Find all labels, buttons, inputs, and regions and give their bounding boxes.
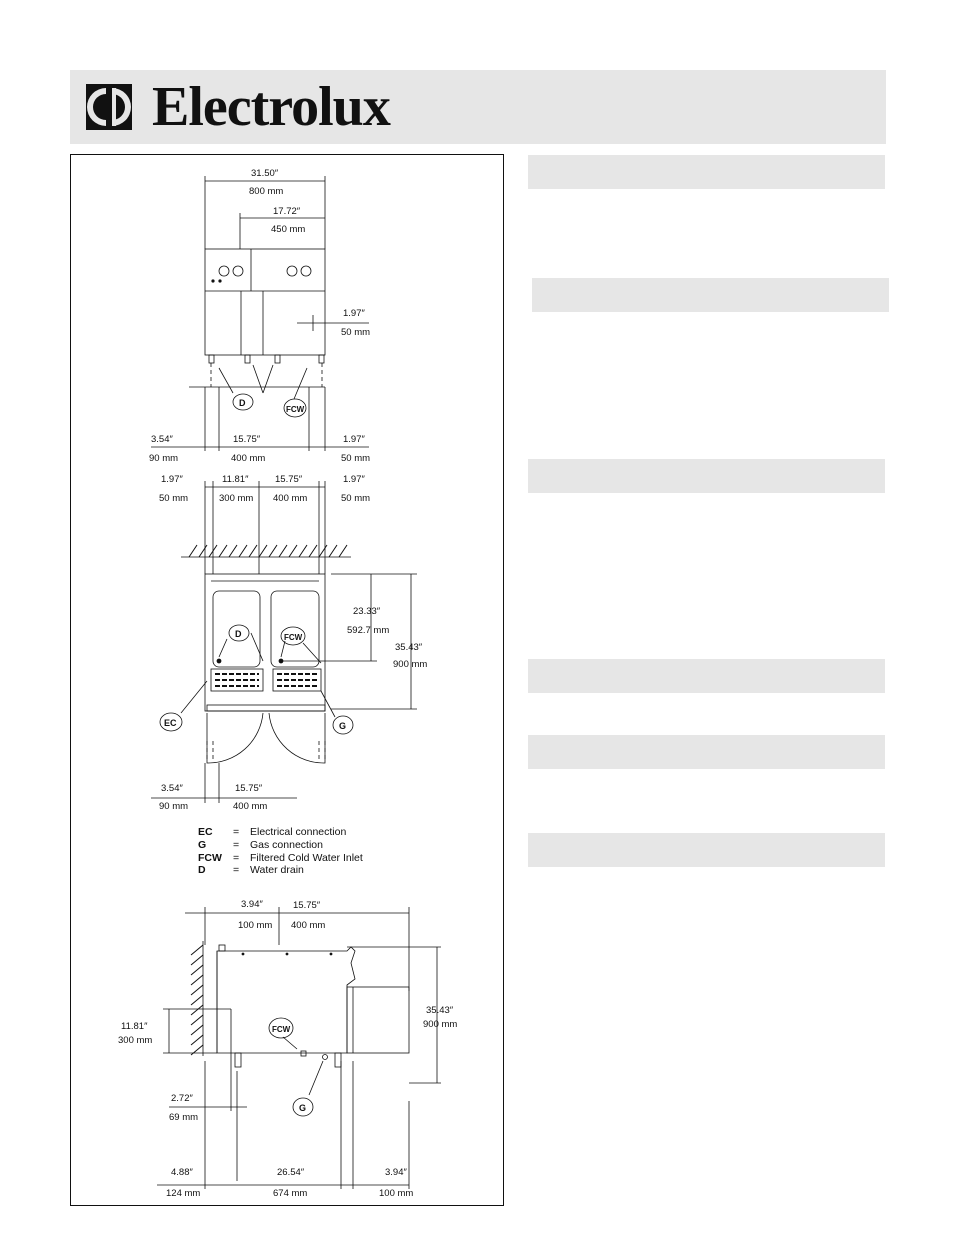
legend-text-fcw: Filtered Cold Water Inlet xyxy=(250,852,363,864)
front-center-in: 15.75″ xyxy=(233,434,261,445)
top-c-mm: 400 mm xyxy=(273,493,307,504)
side-top-left-in: 3.94″ xyxy=(241,899,263,910)
side-br-in: 3.94″ xyxy=(385,1167,407,1178)
top-b-mm: 300 mm xyxy=(219,493,253,504)
top-a-in: 1.97″ xyxy=(161,474,183,485)
side-top-left-mm: 100 mm xyxy=(238,920,272,931)
top-callout-d: D xyxy=(235,629,242,639)
top-total-mm: 900 mm xyxy=(393,659,427,670)
brand-logo: Electrolux xyxy=(86,76,391,138)
legend-eq-ec: = xyxy=(233,826,239,838)
front-side-mm: 50 mm xyxy=(341,327,370,338)
front-left-in: 3.54″ xyxy=(151,434,173,445)
top-bottom-left-mm: 90 mm xyxy=(159,801,188,812)
legend-code-g: G xyxy=(198,839,206,851)
side-bc-mm: 674 mm xyxy=(273,1188,307,1199)
front-overall-mm: 800 mm xyxy=(249,186,283,197)
front-callout-fcw: FCW xyxy=(286,405,305,414)
side-offset-mm: 69 mm xyxy=(169,1112,198,1123)
side-inlet-mm: 300 mm xyxy=(118,1035,152,1046)
legend-text-g: Gas connection xyxy=(250,839,323,851)
front-side-in: 1.97″ xyxy=(343,308,365,319)
side-callout-fcw: FCW xyxy=(272,1025,291,1034)
top-total-in: 35.43″ xyxy=(395,642,423,653)
top-b-in: 11.81″ xyxy=(222,474,249,485)
top-depth-in: 23.33″ xyxy=(353,606,381,617)
top-view xyxy=(151,481,417,803)
top-callout-g: G xyxy=(339,721,346,731)
front-overall-in: 31.50″ xyxy=(251,168,279,179)
section-bar-2 xyxy=(532,278,889,312)
section-bar-6 xyxy=(528,833,885,867)
legend-text-d: Water drain xyxy=(250,864,304,876)
front-right-mm: 50 mm xyxy=(341,453,370,464)
top-depth-mm: 592.7 mm xyxy=(347,625,389,636)
legend-eq-g: = xyxy=(233,839,239,851)
front-half-in: 17.72″ xyxy=(273,206,301,217)
side-top-right-in: 15.75″ xyxy=(293,900,321,911)
top-c-in: 15.75″ xyxy=(275,474,303,485)
legend-code-d: D xyxy=(198,864,206,876)
side-top-right-mm: 400 mm xyxy=(291,920,325,931)
section-bar-3 xyxy=(528,459,885,493)
top-bottom-center-mm: 400 mm xyxy=(233,801,267,812)
top-bottom-center-in: 15.75″ xyxy=(235,783,263,794)
side-offset-in: 2.72″ xyxy=(171,1093,193,1104)
side-br-mm: 100 mm xyxy=(379,1188,413,1199)
section-bar-4 xyxy=(528,659,885,693)
legend-code-ec: EC xyxy=(198,826,213,838)
front-center-mm: 400 mm xyxy=(231,453,265,464)
legend: EC = Electrical connection G = Gas conne… xyxy=(198,826,363,876)
legend-eq-d: = xyxy=(233,864,239,876)
side-callout-g: G xyxy=(299,1103,306,1113)
top-callout-fcw: FCW xyxy=(284,633,303,642)
header-band: Electrolux xyxy=(70,70,886,144)
front-half-mm: 450 mm xyxy=(271,224,305,235)
side-bl-mm: 124 mm xyxy=(166,1188,200,1199)
side-view xyxy=(157,907,441,1189)
top-d-in: 1.97″ xyxy=(343,474,365,485)
side-height-in: 35.43″ xyxy=(426,1005,454,1016)
legend-code-fcw: FCW xyxy=(198,852,222,864)
legend-text-ec: Electrical connection xyxy=(250,826,346,838)
side-bc-in: 26.54″ xyxy=(277,1167,305,1178)
brand-wordmark: Electrolux xyxy=(152,76,391,138)
electrolux-logo-icon xyxy=(86,84,132,130)
top-callout-ec: EC xyxy=(164,718,177,728)
front-right-in: 1.97″ xyxy=(343,434,365,445)
legend-eq-fcw: = xyxy=(233,852,239,864)
side-bl-in: 4.88″ xyxy=(171,1167,193,1178)
top-d-mm: 50 mm xyxy=(341,493,370,504)
side-inlet-in: 11.81″ xyxy=(121,1021,148,1032)
section-bar-5 xyxy=(528,735,885,769)
technical-drawing-panel: 31.50″ 800 mm 17.72″ 450 mm 1.97″ 50 mm … xyxy=(70,154,504,1206)
side-height-mm: 900 mm xyxy=(423,1019,457,1030)
top-bottom-left-in: 3.54″ xyxy=(161,783,183,794)
front-left-mm: 90 mm xyxy=(149,453,178,464)
top-a-mm: 50 mm xyxy=(159,493,188,504)
front-callout-d: D xyxy=(239,398,246,408)
section-bar-1 xyxy=(528,155,885,189)
front-view xyxy=(151,176,369,451)
